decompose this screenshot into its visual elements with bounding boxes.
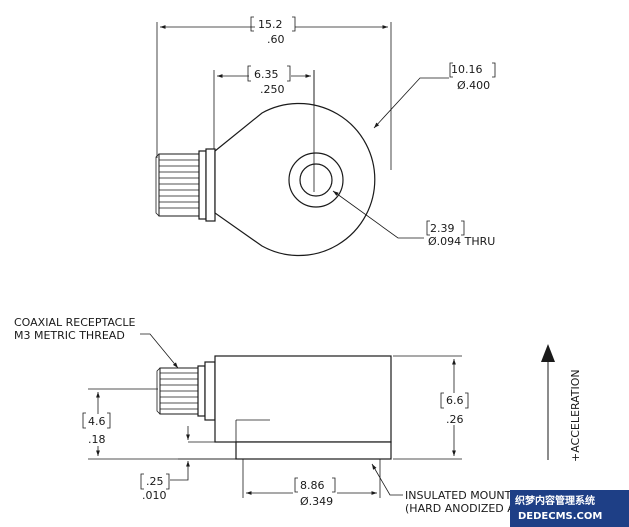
side-sensor-body	[214, 355, 392, 443]
base-gap-metric: .25	[146, 475, 164, 488]
body-diameter-imperial: Ø.400	[457, 79, 490, 92]
watermark-line1: 织梦内容管理系统	[515, 494, 595, 507]
side-connector-thread	[156, 367, 199, 415]
thru-hole-metric: 2.39	[430, 222, 455, 235]
connector-note-line1: COAXIAL RECEPTACLE	[14, 316, 135, 329]
connector-height-imperial: .18	[88, 433, 106, 446]
thru-hole-inner	[299, 163, 333, 197]
connector-note-line2: M3 METRIC THREAD	[14, 329, 125, 342]
hole-offset-imperial: .250	[260, 83, 285, 96]
base-diameter-imperial: Ø.349	[300, 495, 333, 508]
overall-width-metric: 15.2	[258, 18, 283, 31]
insulated-base	[235, 441, 392, 460]
base-gap-imperial: .010	[142, 489, 167, 502]
watermark: 织梦内容管理系统 DEDECMS.COM	[510, 490, 629, 527]
thru-hole-imperial: Ø.094 THRU	[428, 235, 495, 248]
watermark-line2: DEDECMS.COM	[518, 511, 602, 522]
top-connector-thread	[155, 153, 200, 217]
side-view: COAXIAL RECEPTACLE M3 METRIC THREAD 4.6 …	[14, 316, 585, 515]
acceleration-label: +ACCELERATION	[569, 369, 582, 462]
body-height-imperial: .26	[446, 413, 464, 426]
base-diameter-metric: 8.86	[300, 479, 325, 492]
body-diameter-metric: 10.16	[451, 63, 483, 76]
connector-height-metric: 4.6	[88, 415, 106, 428]
top-view: 15.2 .60 6.35 .250 10.16 Ø.400	[155, 16, 496, 257]
hole-offset-metric: 6.35	[254, 68, 279, 81]
body-height-metric: 6.6	[446, 394, 464, 407]
overall-width-imperial: .60	[267, 33, 285, 46]
